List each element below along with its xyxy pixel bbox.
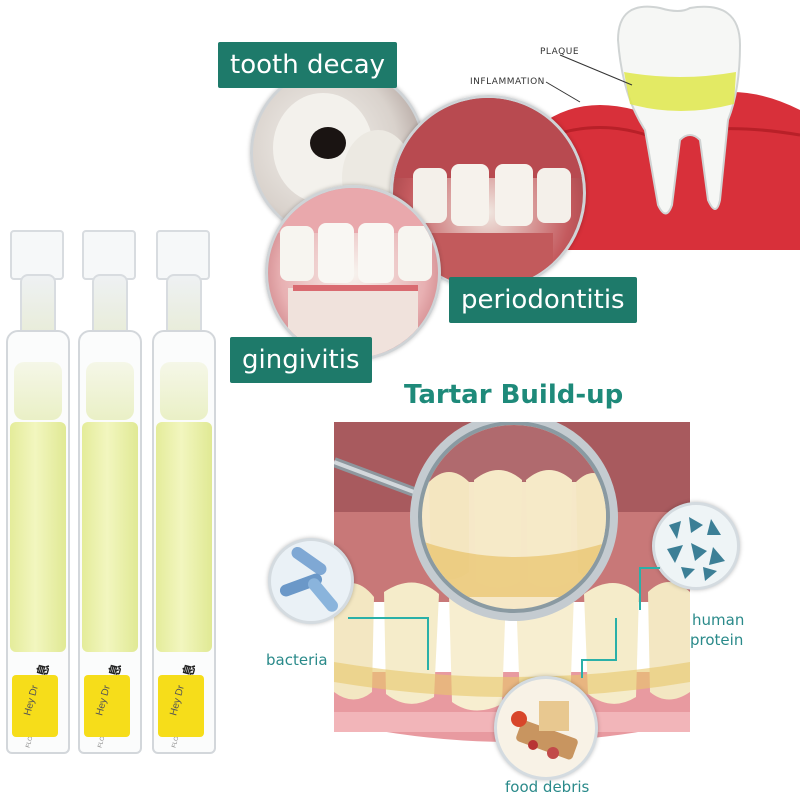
tooth-gum-diagram	[540, 5, 800, 250]
ampoule-sticker-text: Hey Dr	[22, 684, 41, 717]
ampoule-sticker: Hey Dr	[84, 675, 130, 737]
gingivitis-illustration	[268, 188, 438, 358]
tartar-heading: Tartar Build-up	[404, 380, 624, 410]
ampoule-air	[14, 362, 62, 420]
ampoule-cap	[82, 230, 136, 280]
ampoule-neck	[92, 274, 128, 338]
gingivitis-photo	[265, 185, 441, 361]
periodontitis-label: periodontitis	[449, 277, 637, 323]
food-debris-illustration	[494, 676, 598, 780]
plaque-band	[624, 72, 736, 111]
ampoule-air	[160, 362, 208, 420]
ampoule-sticker: Hey Dr	[158, 675, 204, 737]
ampoule-1: 3′ᴍ 気息 FLOSSING PROGRESS Hey Dr	[6, 230, 70, 754]
ampoule-liquid	[156, 422, 212, 652]
ampoule-air	[86, 362, 134, 420]
ampoule-liquid	[10, 422, 66, 652]
bacteria-caption: bacteria	[266, 651, 328, 669]
gingivitis-label: gingivitis	[230, 337, 372, 383]
ampoule-sticker-text: Hey Dr	[94, 684, 113, 717]
ampoule-3: 3′ᴍ 気息 FLOSSING PROGRESS Hey Dr	[152, 230, 216, 754]
tooth-decay-photo	[250, 65, 426, 241]
tartar-mouth-illustration	[334, 422, 690, 742]
ampoule-sticker-text: Hey Dr	[168, 684, 187, 717]
plaque-label: PLAQUE	[540, 47, 580, 57]
tooth-decay-label: tooth decay	[218, 42, 398, 88]
ampoule-sticker: Hey Dr	[12, 675, 58, 737]
bacteria-illustration	[268, 538, 354, 624]
tartar-connector-lines	[348, 567, 660, 678]
ampoule-cap	[156, 230, 210, 280]
ampoule-2: 3′ᴍ 気息 FLOSSING PROGRESS Hey Dr	[78, 230, 142, 754]
food-debris-caption: food debris	[505, 778, 590, 796]
ampoule-cap	[10, 230, 64, 280]
ampoule-liquid	[82, 422, 138, 652]
inflammation-label: INFLAMMATION	[470, 77, 545, 87]
ampoule-neck	[20, 274, 56, 338]
ampoule-neck	[166, 274, 202, 338]
diagram-pointer-lines	[545, 54, 633, 103]
human-protein-caption-line1: human	[692, 611, 745, 629]
human-protein-illustration	[652, 502, 740, 590]
human-protein-caption-line2: protein	[690, 631, 744, 649]
tooth-decay-illustration	[273, 93, 414, 226]
